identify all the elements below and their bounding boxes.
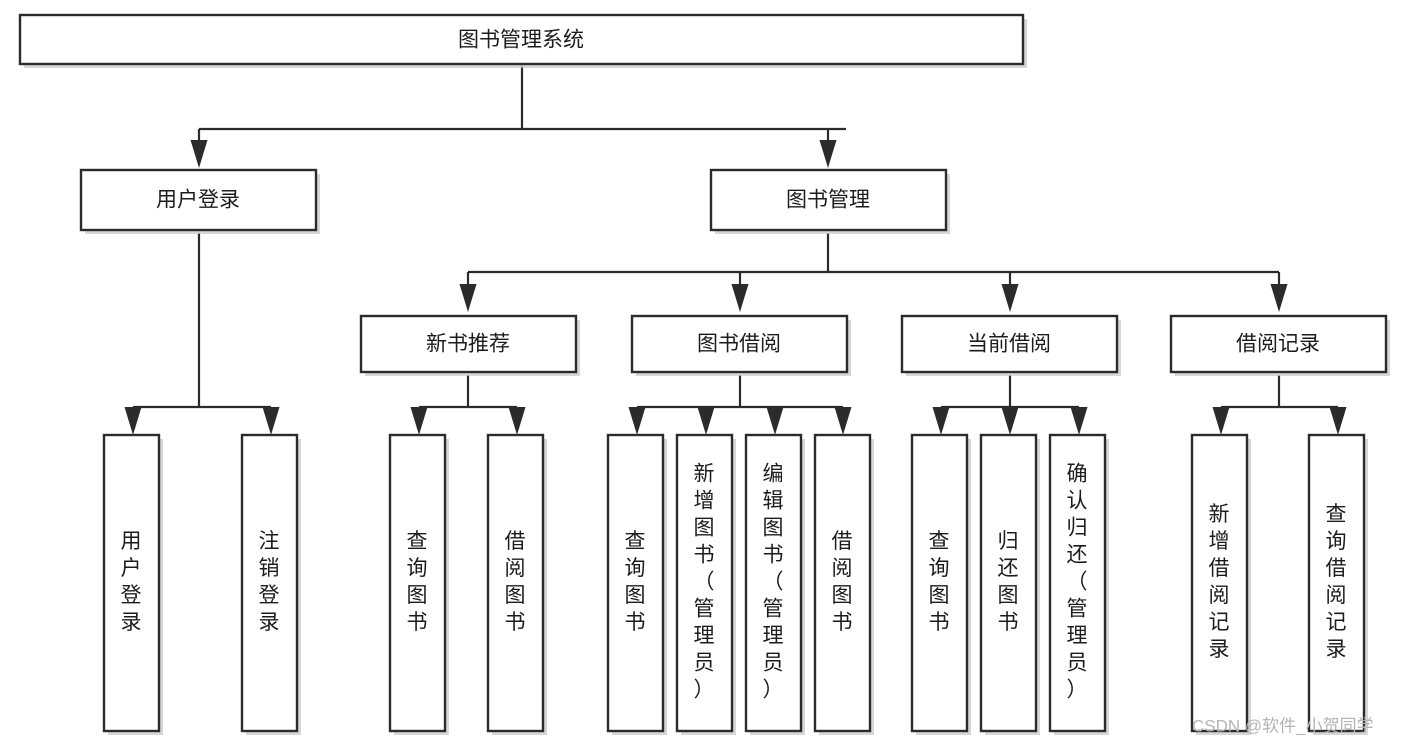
leaf-cur-query-label: 查询图书	[929, 530, 950, 634]
node-borrow-record-box[interactable]	[1169, 314, 1388, 374]
leaf-logout[interactable]: 注销登录	[240, 433, 301, 735]
arrow-current-borrow-to-leaf3	[1070, 407, 1088, 435]
leaf-rec-add-box[interactable]	[1190, 433, 1249, 733]
arrow-bm-to-current-borrow	[1001, 284, 1019, 312]
leaf-borrow-query-label: 查询图书	[625, 530, 646, 634]
leaf-borrow-edit-label: 编辑图书（管理员）	[763, 463, 784, 702]
arrow-current-borrow-to-leaf2	[1001, 407, 1019, 435]
leaf-rec-borrow-box[interactable]	[486, 433, 545, 733]
arrow-new-book-to-leaf1	[410, 407, 428, 435]
leaf-borrow-add[interactable]: 新增图书（管理员）	[675, 433, 736, 735]
arrow-borrow-record-to-leaf1	[1212, 407, 1230, 435]
leaf-borrow-do[interactable]: 借阅图书	[813, 433, 874, 735]
node-new-book-rec[interactable]: 新书推荐	[359, 314, 580, 376]
leaf-rec-query[interactable]: 查询图书	[388, 433, 449, 735]
node-new-book-rec-label: 新书推荐	[426, 333, 510, 356]
node-current-borrow-label: 当前借阅	[967, 333, 1051, 356]
arrow-user-login-to-leaf2	[262, 407, 280, 435]
node-book-manage-label: 图书管理	[786, 189, 870, 212]
arrow-book-borrow-to-leaf2	[697, 407, 715, 435]
node-user-login[interactable]: 用户登录	[79, 168, 320, 234]
node-book-manage[interactable]: 图书管理	[709, 168, 950, 234]
leaf-rec-query-box[interactable]	[388, 433, 447, 733]
leaf-logout-label: 注销登录	[259, 530, 280, 634]
leaf-borrow-edit-box[interactable]	[744, 433, 803, 733]
leaf-borrow-do-label: 借阅图书	[832, 530, 853, 634]
leaf-user-login-box[interactable]	[102, 433, 161, 733]
node-book-borrow-label: 图书借阅	[697, 333, 781, 356]
connectors-layer	[124, 66, 1347, 435]
node-current-borrow-box[interactable]	[900, 314, 1119, 374]
arrow-book-borrow-to-leaf1	[628, 407, 646, 435]
leaf-rec-add[interactable]: 新增借阅记录	[1190, 433, 1251, 735]
node-current-borrow[interactable]: 当前借阅	[900, 314, 1121, 376]
arrow-root-to-book-manage	[819, 140, 837, 168]
leaf-logout-box[interactable]	[240, 433, 299, 733]
leaf-cur-return-label: 归还图书	[998, 530, 1019, 634]
arrow-bm-to-book-borrow	[731, 284, 749, 312]
csdn-watermark: CSDN @软件_小贺同学	[1192, 716, 1374, 735]
node-root-box[interactable]	[18, 13, 1025, 66]
leaf-user-login-label: 用户登录	[121, 530, 142, 634]
leaf-rec-borrow[interactable]: 借阅图书	[486, 433, 547, 735]
leaf-cur-confirm-label: 确认归还（管理员）	[1067, 463, 1088, 702]
arrow-book-borrow-to-leaf3	[766, 407, 784, 435]
arrow-root-to-user-login	[190, 140, 208, 168]
leaf-cur-return-box[interactable]	[979, 433, 1038, 733]
arrow-book-borrow-to-leaf4	[834, 407, 852, 435]
leaf-rec-search-label: 查询借阅记录	[1326, 503, 1347, 661]
arrow-bm-to-borrow-record	[1270, 284, 1288, 312]
leaf-rec-search[interactable]: 查询借阅记录	[1307, 433, 1368, 735]
node-book-manage-box[interactable]	[709, 168, 948, 232]
node-user-login-label: 用户登录	[156, 189, 240, 212]
leaf-borrow-query-box[interactable]	[606, 433, 665, 733]
arrow-borrow-record-to-leaf2	[1329, 407, 1347, 435]
leaf-borrow-add-label: 新增图书（管理员）	[694, 463, 715, 702]
leaf-user-login[interactable]: 用户登录	[102, 433, 163, 735]
leaf-cur-query-box[interactable]	[910, 433, 969, 733]
node-borrow-record[interactable]: 借阅记录	[1169, 314, 1390, 376]
node-new-book-rec-box[interactable]	[359, 314, 578, 374]
node-user-login-box[interactable]	[79, 168, 318, 232]
leaf-cur-confirm[interactable]: 确认归还（管理员）	[1048, 433, 1109, 735]
leaf-rec-query-label: 查询图书	[407, 530, 428, 634]
arrow-new-book-to-leaf2	[508, 407, 526, 435]
leaf-cur-return[interactable]: 归还图书	[979, 433, 1040, 735]
arrow-current-borrow-to-leaf1	[932, 407, 950, 435]
leaf-borrow-edit[interactable]: 编辑图书（管理员）	[744, 433, 805, 735]
node-borrow-record-label: 借阅记录	[1236, 333, 1320, 356]
arrow-user-login-to-leaf1	[124, 407, 142, 435]
node-book-borrow[interactable]: 图书借阅	[630, 314, 851, 376]
leaf-borrow-do-box[interactable]	[813, 433, 872, 733]
leaf-rec-borrow-label: 借阅图书	[505, 530, 526, 634]
leaf-cur-query[interactable]: 查询图书	[910, 433, 971, 735]
node-root-label: 图书管理系统	[458, 29, 584, 52]
node-root[interactable]: 图书管理系统	[18, 13, 1027, 68]
leaf-rec-add-label: 新增借阅记录	[1209, 503, 1230, 661]
leaf-cur-confirm-box[interactable]	[1048, 433, 1107, 733]
node-book-borrow-box[interactable]	[630, 314, 849, 374]
leaf-borrow-add-box[interactable]	[675, 433, 734, 733]
arrow-bm-to-new-book	[459, 284, 477, 312]
leaf-borrow-query[interactable]: 查询图书	[606, 433, 667, 735]
leaf-rec-search-box[interactable]	[1307, 433, 1366, 733]
